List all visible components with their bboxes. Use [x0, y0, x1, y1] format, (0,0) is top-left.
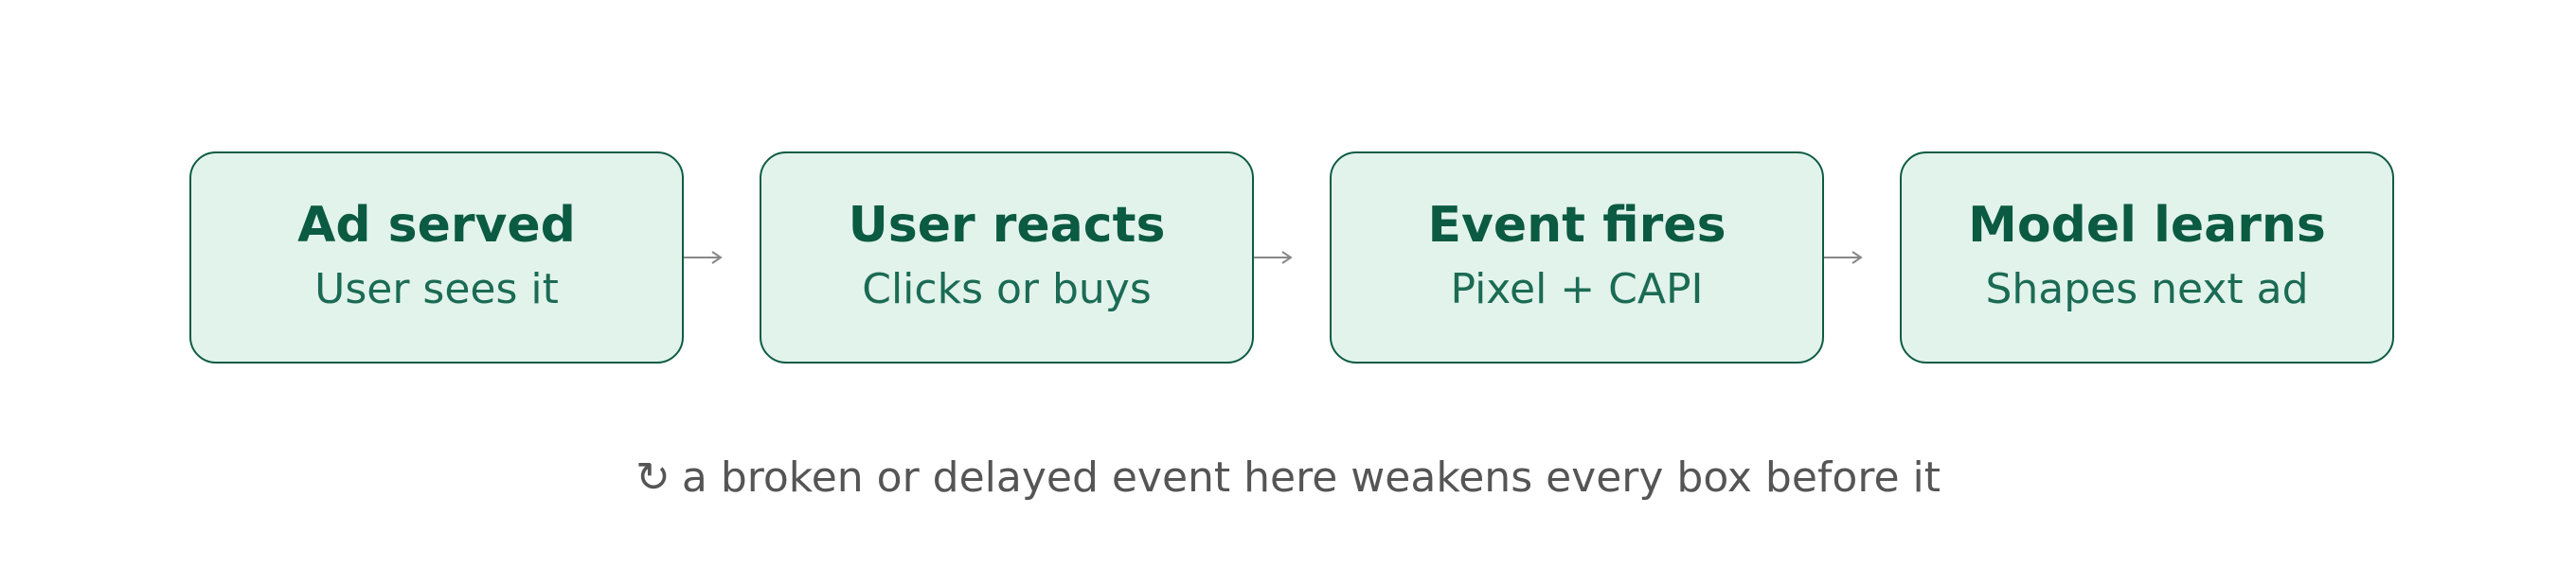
step-box-event-fires: Event fires Pixel + CAPI	[1330, 151, 1824, 364]
footnote-caption: ↻a broken or delayed event here weakens …	[0, 445, 2576, 511]
step-subtitle: Clicks or buys	[862, 265, 1152, 313]
step-subtitle: User sees it	[314, 265, 559, 313]
step-box-user-reacts: User reacts Clicks or buys	[760, 151, 1254, 364]
step-subtitle: Shapes next ad	[1985, 265, 2309, 313]
step-title: Model learns	[1968, 197, 2326, 254]
arrow-right-icon	[1824, 251, 1863, 264]
step-title: Ad served	[297, 197, 576, 254]
step-title: Event fires	[1427, 197, 1726, 254]
step-subtitle: Pixel + CAPI	[1450, 265, 1704, 313]
step-title: User reacts	[848, 197, 1166, 254]
step-box-model-learns: Model learns Shapes next ad	[1900, 151, 2394, 364]
arrow-right-icon	[684, 251, 723, 264]
refresh-cycle-icon: ↻	[635, 453, 671, 502]
arrow-right-icon	[1254, 251, 1293, 264]
step-box-ad-served: Ad served User sees it	[189, 151, 684, 364]
caption-text: a broken or delayed event here weakens e…	[681, 453, 1941, 502]
